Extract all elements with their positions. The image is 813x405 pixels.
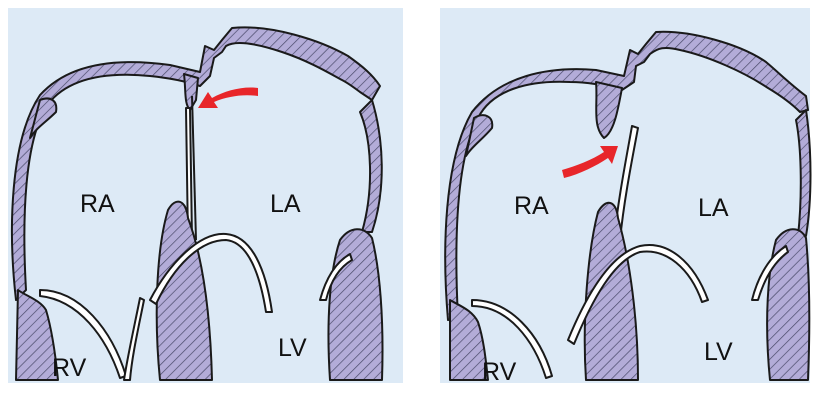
lv-label: LV xyxy=(278,334,307,362)
ra-label: RA xyxy=(514,192,549,220)
left-lv-wall xyxy=(328,229,382,380)
rv-label: RV xyxy=(482,358,517,386)
la-label: LA xyxy=(270,190,301,218)
la-label: LA xyxy=(698,194,729,222)
ra-label: RA xyxy=(80,190,115,218)
lv-label: LV xyxy=(704,338,733,366)
rv-label: RV xyxy=(52,354,87,382)
